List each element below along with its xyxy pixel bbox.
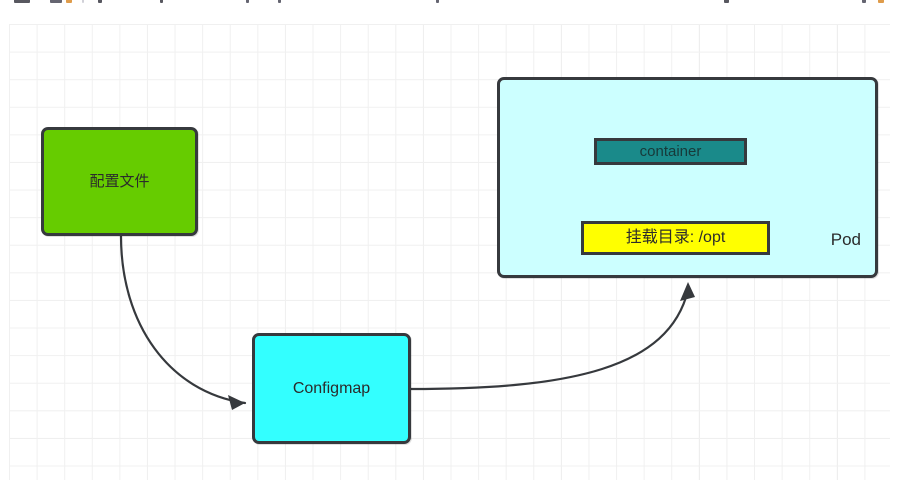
node-mount-dir[interactable]: 挂载目录: /opt bbox=[581, 221, 770, 255]
orange-icon[interactable] bbox=[66, 0, 72, 3]
node-container-label: container bbox=[639, 142, 702, 160]
edge-path-1 bbox=[119, 234, 247, 405]
edge-configmap-to-pod bbox=[409, 282, 695, 391]
node-config-file[interactable]: 配置文件 bbox=[41, 127, 198, 236]
accent-icon[interactable] bbox=[878, 0, 884, 3]
text-icon[interactable] bbox=[246, 0, 249, 3]
menu-icon[interactable] bbox=[14, 0, 30, 3]
divider-1[interactable] bbox=[82, 0, 84, 3]
node-pod[interactable]: container 挂载目录: /opt Pod bbox=[497, 77, 878, 278]
node-container[interactable]: container bbox=[594, 138, 747, 165]
arrow-icon[interactable] bbox=[278, 0, 281, 3]
edge-path-2 bbox=[409, 288, 690, 391]
edge-arrowhead-1 bbox=[228, 395, 245, 410]
diagram-canvas[interactable]: 配置文件 Configmap container 挂载目录: /opt Pod bbox=[9, 24, 890, 480]
style-icon[interactable] bbox=[436, 0, 439, 3]
node-mount-dir-label: 挂载目录: /opt bbox=[625, 229, 726, 247]
toolbar-fragment bbox=[0, 0, 901, 6]
layer-icon[interactable] bbox=[724, 0, 729, 3]
node-configmap-label: Configmap bbox=[292, 379, 371, 397]
node-config-file-label: 配置文件 bbox=[89, 172, 150, 190]
node-configmap[interactable]: Configmap bbox=[252, 333, 411, 444]
node-pod-label: Pod bbox=[830, 229, 861, 249]
line-icon[interactable] bbox=[160, 0, 163, 3]
grid-icon[interactable] bbox=[50, 0, 62, 3]
settings-icon[interactable] bbox=[862, 0, 866, 3]
edge-arrowhead-2 bbox=[680, 282, 695, 301]
shape-icon[interactable] bbox=[98, 0, 102, 3]
edge-config-file-to-configmap bbox=[119, 234, 247, 410]
